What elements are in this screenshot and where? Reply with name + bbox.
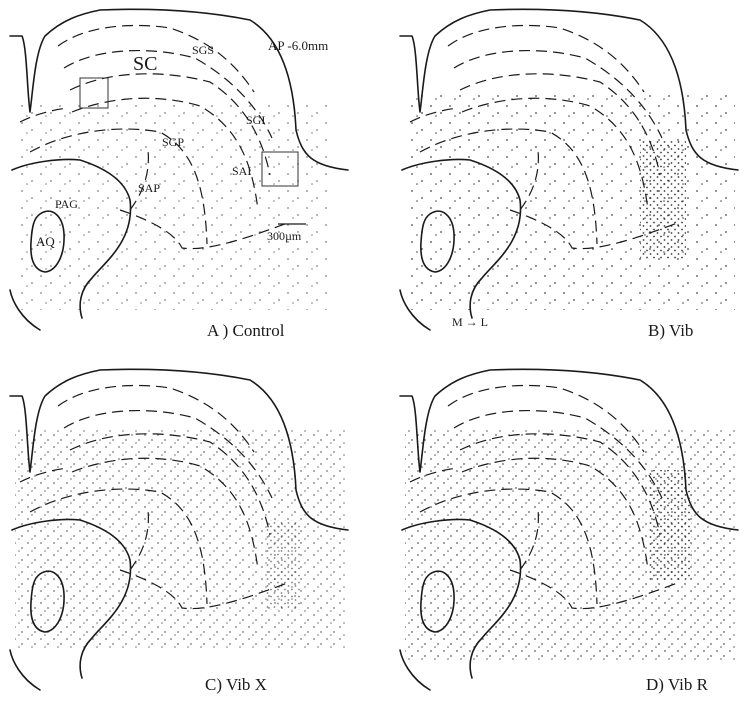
panel-c: C) Vib X bbox=[10, 369, 348, 694]
caption-b: B) Vib bbox=[648, 321, 693, 340]
label-sap: SAP bbox=[138, 181, 160, 195]
label-sgs: SGS bbox=[192, 43, 214, 57]
label-sai: SAI bbox=[232, 164, 251, 178]
panel-d: D) Vib R bbox=[400, 369, 738, 694]
label-pag: PAG bbox=[55, 197, 78, 211]
label-sc: SC bbox=[133, 53, 157, 75]
label-sgp: SGP bbox=[162, 135, 184, 149]
label-scale: 300µm bbox=[267, 229, 302, 243]
label-ap: AP -6.0mm bbox=[268, 38, 328, 53]
caption-d: D) Vib R bbox=[646, 675, 709, 694]
panel-a: SC SGS AP -6.0mm SGI SGP SAI SAP PAG AQ … bbox=[10, 9, 348, 340]
panel-b: M → L B) Vib bbox=[400, 9, 738, 340]
label-sgi: SGI bbox=[246, 113, 265, 127]
label-axis-ml: M → L bbox=[452, 315, 488, 329]
label-aq: AQ bbox=[36, 234, 55, 249]
caption-a: A ) Control bbox=[207, 321, 285, 340]
caption-c: C) Vib X bbox=[205, 675, 267, 694]
